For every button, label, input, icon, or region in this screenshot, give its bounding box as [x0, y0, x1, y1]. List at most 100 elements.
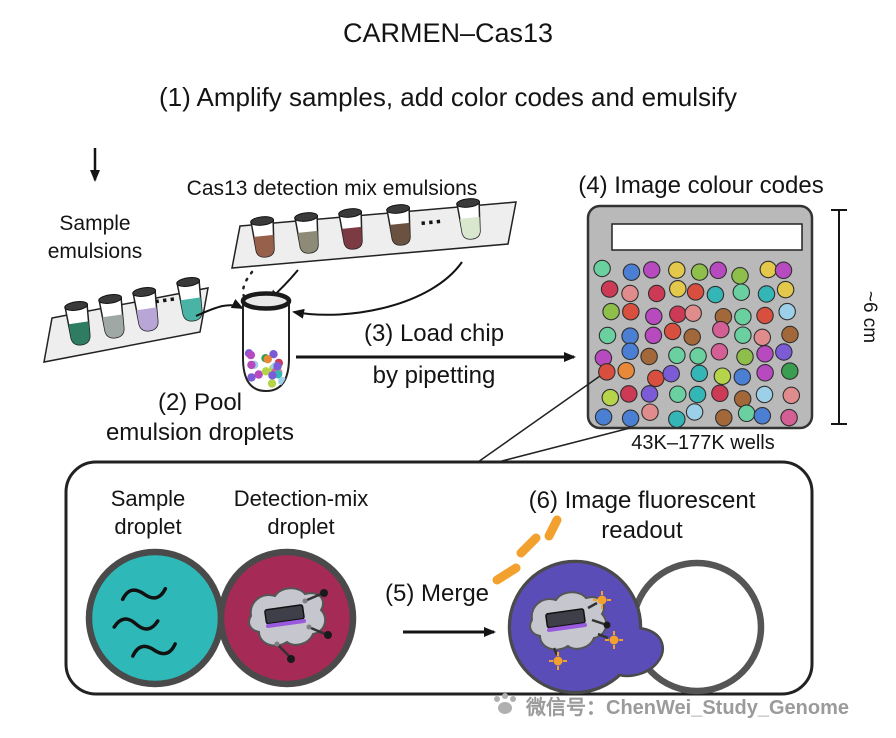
- pooled-droplet: [273, 362, 282, 371]
- pooled-droplet: [247, 360, 256, 370]
- chip-droplet: [780, 408, 798, 427]
- rna-squiggles: [112, 586, 177, 658]
- pool-tube-rim: [240, 291, 292, 311]
- chip-droplet: [594, 408, 613, 426]
- chip-droplet: [776, 280, 795, 299]
- watermark-text: 微信号：ChenWei_Study_Genome: [525, 695, 849, 719]
- chip-droplet: [711, 384, 729, 403]
- chip-size-bracket: [831, 209, 847, 425]
- chip-droplet: [756, 306, 774, 325]
- crrna-icon: [547, 623, 587, 632]
- plate-ellipsis: …: [417, 202, 446, 232]
- chip-droplet: [690, 364, 709, 383]
- sample-emulsions-label-2: emulsions: [48, 240, 143, 263]
- chip-droplet: [759, 260, 778, 279]
- chip-droplet: [686, 283, 705, 301]
- pooled-droplet: [267, 379, 277, 388]
- pooled-droplet: [246, 350, 256, 360]
- sample-tube: [176, 277, 203, 322]
- chip-droplet: [598, 326, 617, 345]
- tube-contents: [297, 230, 318, 253]
- chip-droplet: [731, 267, 749, 285]
- chip-droplet: [732, 283, 751, 301]
- cas13-protein-icon: [545, 608, 586, 629]
- chip-droplet: [621, 284, 639, 303]
- tube-rim: [386, 204, 411, 214]
- chip-droplet: [622, 263, 641, 281]
- callout-line: [477, 375, 601, 463]
- sample-tube: [132, 287, 159, 332]
- chip-droplet: [668, 261, 686, 279]
- tube-contents: [253, 234, 274, 257]
- detection-tube: [456, 198, 481, 240]
- chip-droplet: [642, 261, 661, 279]
- detection-tube: [250, 216, 275, 258]
- detection-tube: [338, 208, 363, 250]
- chip-droplet: [690, 263, 709, 281]
- pooled-droplets: [244, 349, 287, 388]
- chip-droplet: [668, 346, 686, 365]
- chip-droplet-array: [593, 259, 801, 428]
- chip-droplet: [774, 261, 793, 280]
- chip-droplet: [712, 320, 730, 339]
- chip-droplet: [640, 385, 659, 403]
- pooled-droplet: [247, 373, 256, 382]
- sample-tube: [64, 301, 91, 346]
- chip-droplet: [737, 404, 756, 423]
- sample-droplet-label-1: Sample: [111, 486, 186, 511]
- tube-rim: [250, 216, 275, 226]
- chip-droplet: [593, 259, 611, 278]
- sample-emulsions-label-1: Sample: [59, 212, 130, 235]
- detection-mix-label: Cas13 detection mix emulsions: [187, 177, 478, 200]
- chip-droplet: [662, 364, 680, 383]
- pooled-droplet: [269, 350, 278, 359]
- tube-contents: [389, 222, 410, 245]
- chip-droplet: [663, 322, 682, 341]
- step6-label-1: (6) Image fluorescent: [529, 487, 756, 514]
- chip-droplet: [734, 326, 752, 344]
- chip-droplet: [685, 403, 704, 421]
- chip-droplet: [620, 385, 638, 403]
- plate-ellipsis: …: [150, 279, 180, 309]
- step3-label-2: by pipetting: [373, 362, 496, 389]
- step2-label-1: (2) Pool: [158, 389, 242, 416]
- chip-droplet: [645, 307, 663, 326]
- empty-droplet: [629, 559, 765, 695]
- microwell-chip: [586, 204, 814, 430]
- chip-droplet: [781, 362, 799, 380]
- chip-droplet: [622, 302, 640, 321]
- cas13-complex: [248, 587, 332, 663]
- watermark: 微信号：ChenWei_Study_Genome: [494, 693, 849, 719]
- wells-count-label: 43K–177K wells: [631, 432, 774, 454]
- chip-droplet: [781, 325, 799, 344]
- chip-droplet: [621, 409, 640, 428]
- zoom-panel: Sample droplet Detection-mix droplet (6)…: [64, 460, 814, 696]
- tube-rim: [294, 212, 319, 222]
- chip-droplet: [641, 403, 659, 421]
- watermark-logo: [494, 693, 516, 714]
- tube-rim: [176, 277, 201, 287]
- pooled-droplet: [268, 371, 277, 380]
- chip-droplet: [669, 280, 687, 298]
- chip-droplet: [688, 385, 707, 404]
- detection-tube: [294, 212, 319, 254]
- chip-droplet: [715, 409, 733, 427]
- step3-label-1: (3) Load chip: [364, 320, 504, 347]
- chip-droplet: [684, 304, 702, 322]
- tube-rim: [132, 287, 157, 297]
- pool-arrow-long-arc: [292, 261, 463, 319]
- detection-droplet-label-1: Detection-mix: [234, 486, 368, 511]
- pool-arrow-from-sample-plate: [195, 299, 244, 317]
- chip-droplet: [756, 364, 774, 382]
- chip-droplet: [733, 368, 752, 386]
- chip-droplet: [710, 343, 729, 361]
- chip-size-label: ~6 cm: [859, 291, 880, 343]
- chip-droplet: [601, 388, 620, 407]
- detection-droplet-label-2: droplet: [267, 514, 334, 539]
- cleaved-reporter-stems: [552, 601, 611, 656]
- chip-droplet: [753, 407, 772, 425]
- callout-line: [497, 427, 631, 463]
- chip-droplet: [602, 302, 620, 321]
- chip-droplet: [621, 327, 639, 345]
